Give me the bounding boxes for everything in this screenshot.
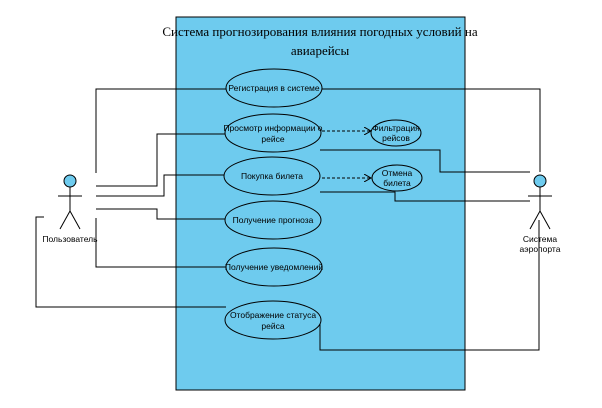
svg-text:Отмена: Отмена [382,168,413,178]
use-case-get-forecast[interactable]: Получение прогноза [224,200,322,240]
use-case-buy-ticket[interactable]: Покупка билета [223,156,321,196]
use-case-view-flight[interactable]: Просмотр информации о рейсе [223,113,323,153]
use-case-get-notifications[interactable]: Получение уведомлений [225,247,323,287]
use-case-cancel-ticket[interactable]: Отмена билета [371,164,423,192]
actor-airport-label-line1: Система [523,234,558,244]
svg-text:Получение уведомлений: Получение уведомлений [225,262,323,272]
airport-associations [319,88,541,351]
system-title-line1: Система прогнозирования влияния погодных… [162,24,477,39]
actor-user-head [63,174,77,188]
actor-airport-system[interactable]: Система аэропорта [520,174,561,254]
svg-text:Получение прогноза: Получение прогноза [233,215,314,225]
svg-text:Просмотр информации о: Просмотр информации о [223,123,322,133]
svg-text:билета: билета [383,178,411,188]
svg-text:рейса: рейса [261,321,284,331]
actor-user-label: Пользователь [42,234,98,244]
user-associations [35,88,226,308]
use-case-filter-flights[interactable]: Фильтрация рейсов [370,119,422,147]
svg-text:Покупка билета: Покупка билета [241,171,303,181]
use-case-registration[interactable]: Регистрация в системе [225,68,323,108]
actor-airport-head [533,174,547,188]
actor-airport-label-line2: аэропорта [520,244,561,254]
svg-text:Регистрация в системе: Регистрация в системе [228,83,320,93]
use-case-flight-status[interactable]: Отображение статуса рейса [224,300,322,340]
svg-text:Отображение статуса: Отображение статуса [230,310,316,320]
svg-text:рейсе: рейсе [261,134,284,144]
actor-user[interactable]: Пользователь [42,174,98,244]
svg-text:Фильтрация: Фильтрация [372,123,420,133]
svg-text:рейсов: рейсов [382,133,410,143]
system-title-line2: авиарейсы [291,43,350,58]
